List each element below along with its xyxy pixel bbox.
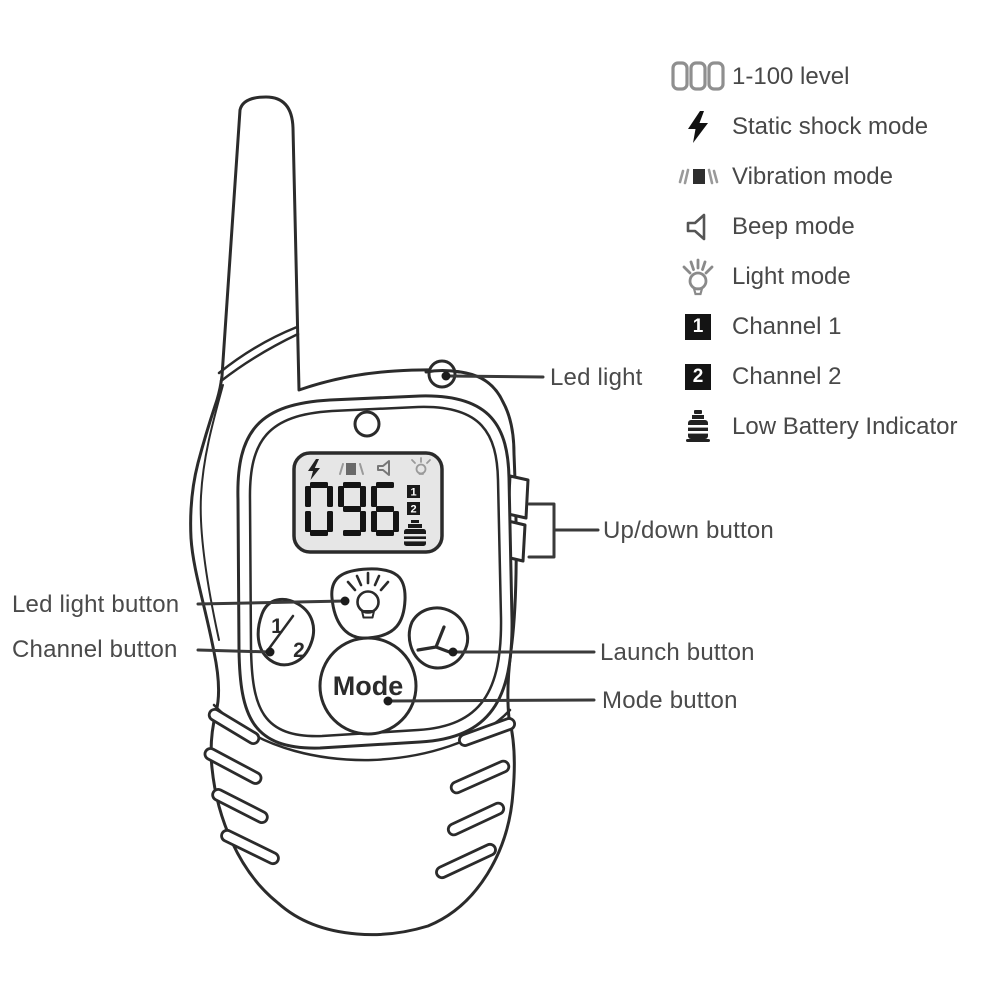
legend: 1-100 level Static shock mode Vi [670,52,957,452]
callout-led-light-button: Led light button [12,591,180,618]
callout-mode-button: Mode button [602,687,738,714]
legend-label: Light mode [732,263,851,290]
lcd-channel1-number: 1 [410,487,416,499]
body-inner-contour [199,384,224,641]
channel2-icon: 2 [670,364,726,390]
mode-button[interactable]: Mode [318,636,418,736]
vibration-icon [670,162,726,192]
level-display-icon [670,60,726,94]
speaker-hole [353,410,381,438]
channel-button[interactable]: 1 2 [256,597,315,667]
channel2-badge: 2 [685,364,711,390]
leader-led-light [446,374,545,379]
legend-row-static-shock: Static shock mode [670,102,957,152]
light-icon [411,457,431,475]
legend-label: Channel 2 [732,363,842,390]
legend-label: Channel 1 [732,313,842,340]
low-battery-icon [670,409,726,445]
lcd-channel2-number: 2 [410,504,416,516]
leader-lines [196,371,600,706]
beep-icon [377,460,390,476]
grip-ridges [203,708,516,880]
legend-label: Beep mode [732,213,855,240]
bulb-icon [346,571,390,619]
channel1-badge: 1 [685,314,711,340]
legend-row-vibration: Vibration mode [670,152,957,202]
callout-channel-button: Channel button [12,636,178,663]
led-light-button[interactable] [330,567,407,640]
legend-row-level: 1-100 level [670,52,957,102]
leader-up-down-bracket [527,502,556,559]
mode-button-label: Mode [333,671,404,701]
launch-button[interactable] [407,606,469,670]
lcd-screen: 1 2 [292,451,444,554]
antenna-band [217,325,299,375]
legend-row-channel1: 1 Channel 1 [670,302,957,352]
callout-up-down-button: Up/down button [603,517,774,544]
legend-label: Vibration mode [732,163,893,190]
static-shock-icon [308,459,320,480]
lcd-level-digits [305,482,399,536]
channel1-icon: 1 [670,314,726,340]
beep-icon [670,210,726,244]
face-panel-bezel [248,405,503,738]
leader-led-light-button [196,599,347,606]
callout-led-light: Led light [550,364,643,391]
lcd-channel1-badge [407,485,420,498]
legend-row-channel2: 2 Channel 2 [670,352,957,402]
legend-label: 1-100 level [732,63,850,90]
legend-label: Static shock mode [732,113,929,140]
vibration-icon [339,463,364,475]
legend-row-light: Light mode [670,252,957,302]
legend-row-beep: Beep mode [670,202,957,252]
static-shock-icon [670,110,726,144]
light-icon [670,257,726,297]
low-battery-icon [404,520,426,546]
callout-launch-button: Launch button [600,639,755,666]
leader-channel-button [196,648,272,654]
channel-button-numerator: 1 [271,615,283,638]
leader-mode-button [386,698,596,703]
channel-button-denominator: 2 [293,639,305,662]
leader-dots [265,371,458,706]
lcd-channel2-badge [407,502,420,515]
legend-label: Low Battery Indicator [732,413,958,440]
legend-row-low-battery: Low Battery Indicator [670,402,957,452]
